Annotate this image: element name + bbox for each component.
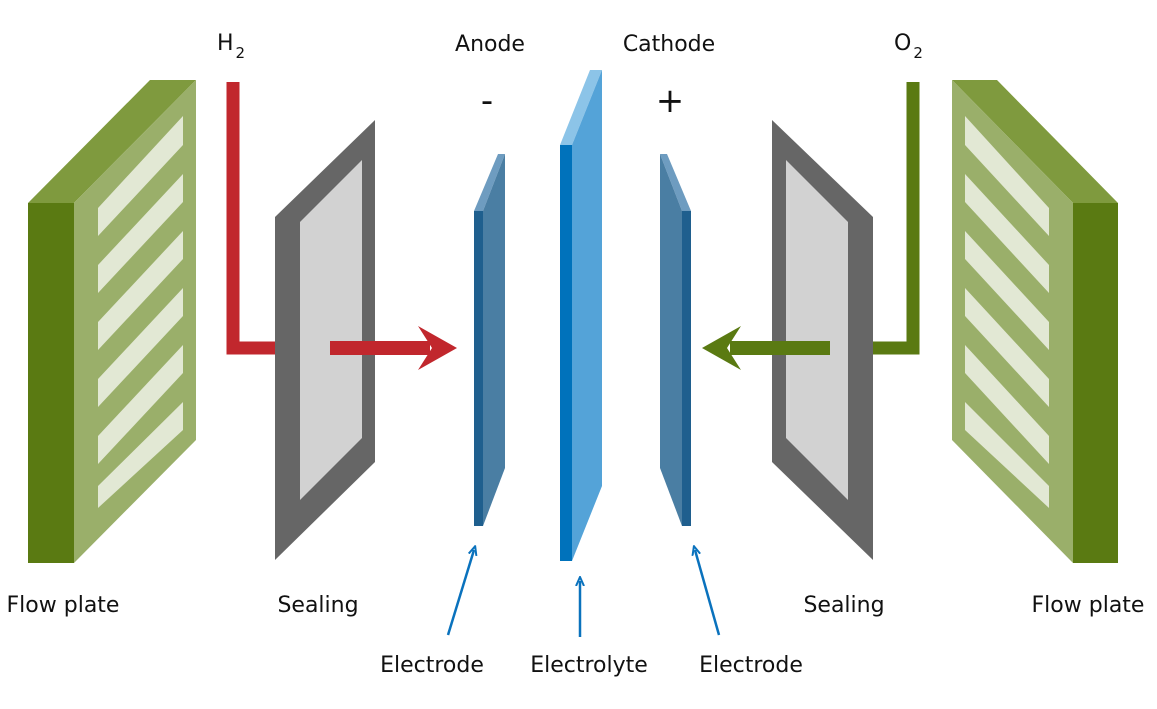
flow-channel-stripe bbox=[965, 402, 1049, 508]
flow-plate-left-top bbox=[28, 80, 196, 203]
flow-channel-stripe bbox=[98, 116, 183, 236]
cathode-label: Cathode bbox=[623, 32, 715, 57]
anode-label: Anode bbox=[455, 32, 525, 57]
flow-channel-stripe bbox=[965, 288, 1049, 407]
flow-channel-stripe bbox=[98, 402, 183, 508]
flow-channel-stripe bbox=[965, 116, 1049, 236]
flow-channel-stripe bbox=[965, 231, 1049, 350]
hydrogen-arrow-shaft bbox=[330, 341, 430, 355]
cathode-electrode-edge bbox=[682, 211, 691, 526]
flow-channel-stripe bbox=[98, 345, 183, 464]
electrolyte-face bbox=[572, 70, 602, 561]
flow-plate-right-channels bbox=[965, 116, 1049, 508]
electrode-left-label: Electrode bbox=[380, 653, 484, 678]
electrolyte-top bbox=[560, 70, 602, 145]
sealing-left-label: Sealing bbox=[277, 593, 358, 618]
flow-channel-stripe bbox=[98, 231, 183, 350]
cathode-electrode-top bbox=[660, 154, 691, 211]
electrolyte-label: Electrolyte bbox=[530, 653, 648, 678]
anode-sign: - bbox=[481, 81, 493, 121]
sealing-left-window bbox=[300, 160, 362, 500]
flow-plate-left-label: Flow plate bbox=[7, 593, 120, 618]
flow-plate-right-front bbox=[1073, 203, 1118, 563]
flow-channel-stripe bbox=[98, 288, 183, 407]
flow-channel-stripe bbox=[965, 174, 1049, 293]
sealing-right-window bbox=[786, 160, 848, 500]
oxygen-subscript: 2 bbox=[913, 44, 923, 62]
flow-plate-right-label: Flow plate bbox=[1032, 593, 1145, 618]
flow-channel-stripe bbox=[98, 174, 183, 293]
sealing-right bbox=[772, 120, 873, 560]
flow-plate-right-top bbox=[952, 80, 1118, 203]
electrode-right-label: Electrode bbox=[699, 653, 803, 678]
sealing-left bbox=[275, 120, 375, 560]
electrolyte-membrane bbox=[560, 70, 602, 561]
cathode-sign: + bbox=[656, 81, 685, 121]
electrode-left-pointer bbox=[446, 550, 474, 636]
oxygen-arrow-shaft bbox=[730, 341, 830, 355]
anode-electrode bbox=[474, 154, 505, 526]
oxygen-symbol: O bbox=[894, 31, 911, 56]
hydrogen-flow-arrow bbox=[330, 326, 457, 370]
flow-plate-left bbox=[28, 80, 196, 563]
oxygen-flow-arrow bbox=[702, 326, 830, 370]
oxygen-arrow-head bbox=[702, 326, 741, 370]
cathode-electrode-face bbox=[660, 154, 682, 526]
flow-plate-left-channels bbox=[98, 116, 183, 508]
electrode-right-pointer bbox=[695, 550, 721, 636]
anode-electrode-face bbox=[483, 154, 505, 526]
flow-plate-right bbox=[952, 80, 1118, 563]
flow-channel-stripe bbox=[965, 345, 1049, 464]
hydrogen-symbol: H bbox=[217, 31, 234, 56]
flow-plate-left-front bbox=[28, 203, 74, 563]
electrolyte-edge bbox=[560, 145, 572, 561]
hydrogen-arrow-head bbox=[418, 326, 457, 370]
sealing-right-label: Sealing bbox=[803, 593, 884, 618]
hydrogen-subscript: 2 bbox=[236, 44, 246, 62]
anode-electrode-top bbox=[474, 154, 505, 211]
cathode-electrode bbox=[660, 154, 691, 526]
anode-electrode-edge bbox=[474, 211, 483, 526]
